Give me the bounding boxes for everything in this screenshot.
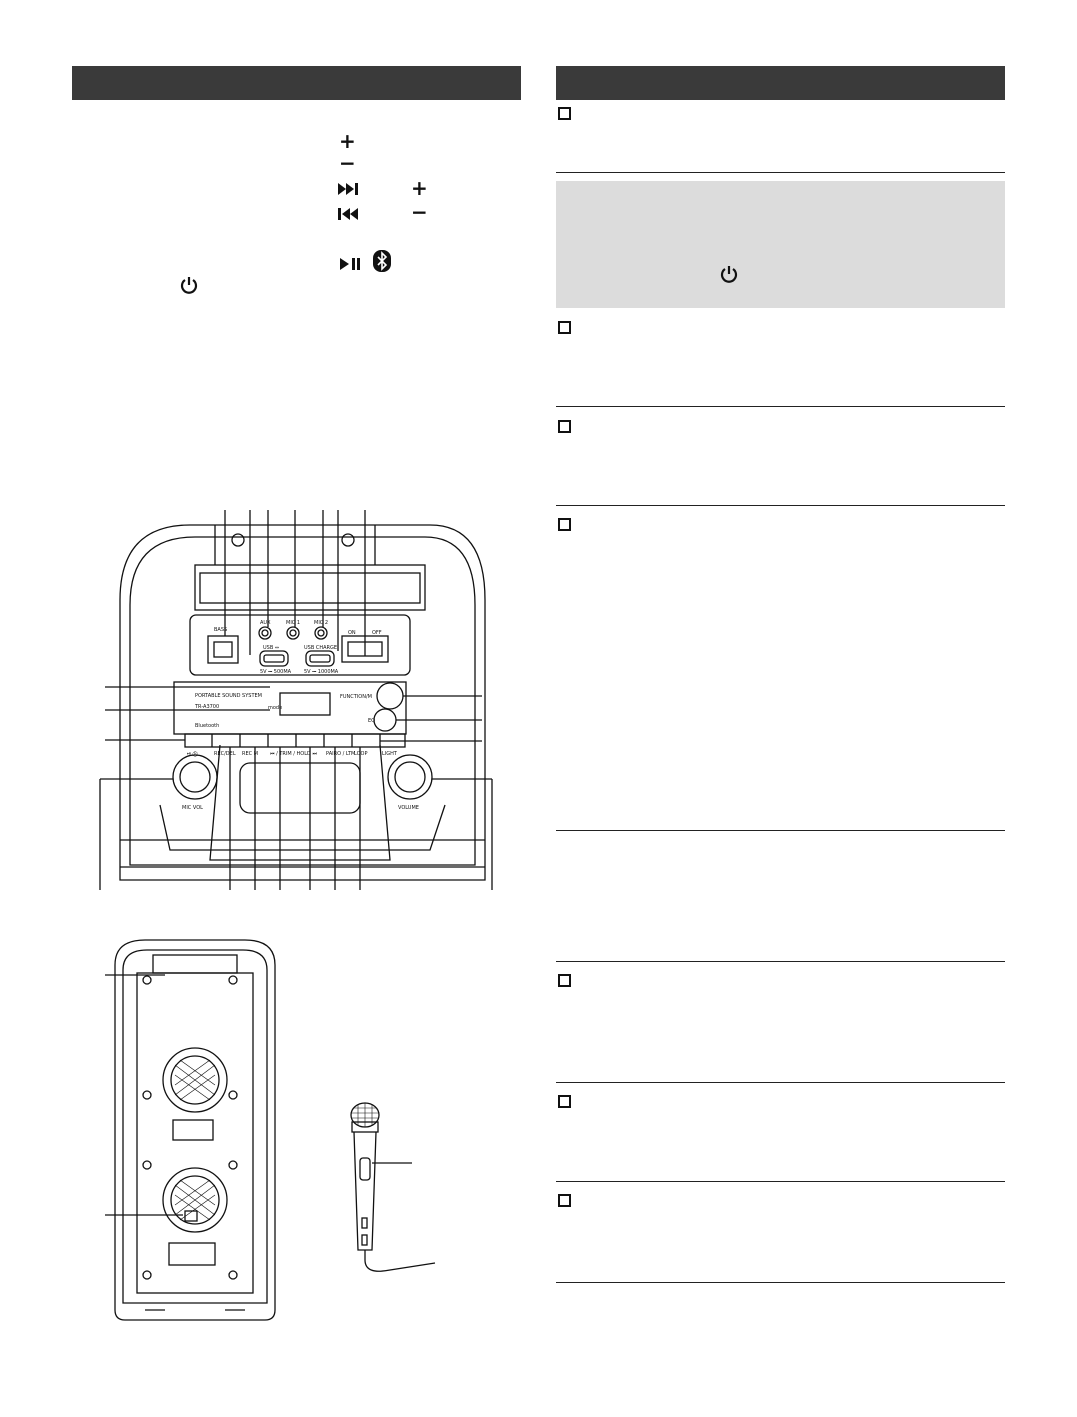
strip-label: REC/DEL [214, 751, 236, 757]
section-bullet [558, 1095, 571, 1108]
skip-back-icon [338, 206, 362, 225]
power-icon [719, 264, 739, 288]
aux-label: AUX [260, 620, 271, 626]
minus-icon: − [339, 151, 356, 175]
strip-label: PAIRO / LTM [326, 751, 355, 757]
mode-label: mode [268, 705, 282, 711]
volume-label: VOLUME [398, 805, 419, 811]
section-bullet [558, 107, 571, 120]
right-section-header [556, 66, 1005, 100]
divider [556, 830, 1005, 831]
mic1-label: MIC 1 [286, 620, 300, 626]
usb-play-rating: 5V ⎓ 500MA [260, 669, 292, 675]
model-label: TR-A3700 [194, 704, 219, 710]
on-label: ON [348, 630, 356, 636]
usb-charge-label: USB CHARGE [304, 645, 337, 651]
function-label: FUNCTION/M [340, 694, 372, 700]
note-box [556, 181, 1005, 308]
bluetooth-icon [373, 250, 391, 276]
divider [556, 172, 1005, 173]
bass-label: BASS [214, 627, 227, 633]
divider [556, 406, 1005, 407]
plus-icon: + [411, 176, 428, 200]
divider [556, 505, 1005, 506]
divider [556, 1181, 1005, 1182]
eq-label: EQ [368, 718, 375, 724]
strip-label: LIGHT [382, 751, 398, 757]
section-bullet [558, 974, 571, 987]
mic2-label: MIC 2 [314, 620, 328, 626]
microphone-diagram [350, 1102, 436, 1272]
section-bullet [558, 420, 571, 433]
brand-label: PORTABLE SOUND SYSTEM [195, 693, 262, 699]
section-bullet [558, 518, 571, 531]
section-bullet [558, 1194, 571, 1207]
bluetooth-label: Bluetooth [195, 723, 219, 729]
left-section-header [72, 66, 521, 100]
section-bullet [558, 321, 571, 334]
plus-icon: + [339, 129, 356, 153]
mic-vol-label: MIC VOL [182, 805, 203, 811]
back-panel-diagram [105, 939, 276, 1321]
divider [556, 1282, 1005, 1283]
strip-label: ⏯ ⓑ [187, 751, 199, 757]
off-label: OFF [372, 630, 382, 636]
strip-label: REC M [242, 751, 258, 757]
divider [556, 1082, 1005, 1083]
divider [556, 961, 1005, 962]
minus-icon: − [411, 200, 428, 224]
play-pause-icon [340, 256, 364, 275]
skip-forward-icon [338, 181, 362, 200]
top-panel-diagram: BASS AUX MIC 1 MIC 2 USB ⇔ 5V ⎓ 500MA US… [99, 510, 493, 890]
usb-play-label: USB ⇔ [263, 645, 279, 651]
usb-charge-rating: 5V ⎓ 1000MA [304, 669, 339, 675]
strip-label: LOOP [354, 751, 368, 757]
power-icon [179, 275, 199, 299]
strip-label: ⏮ / TRIM / HOLD ⏭ [270, 751, 317, 757]
